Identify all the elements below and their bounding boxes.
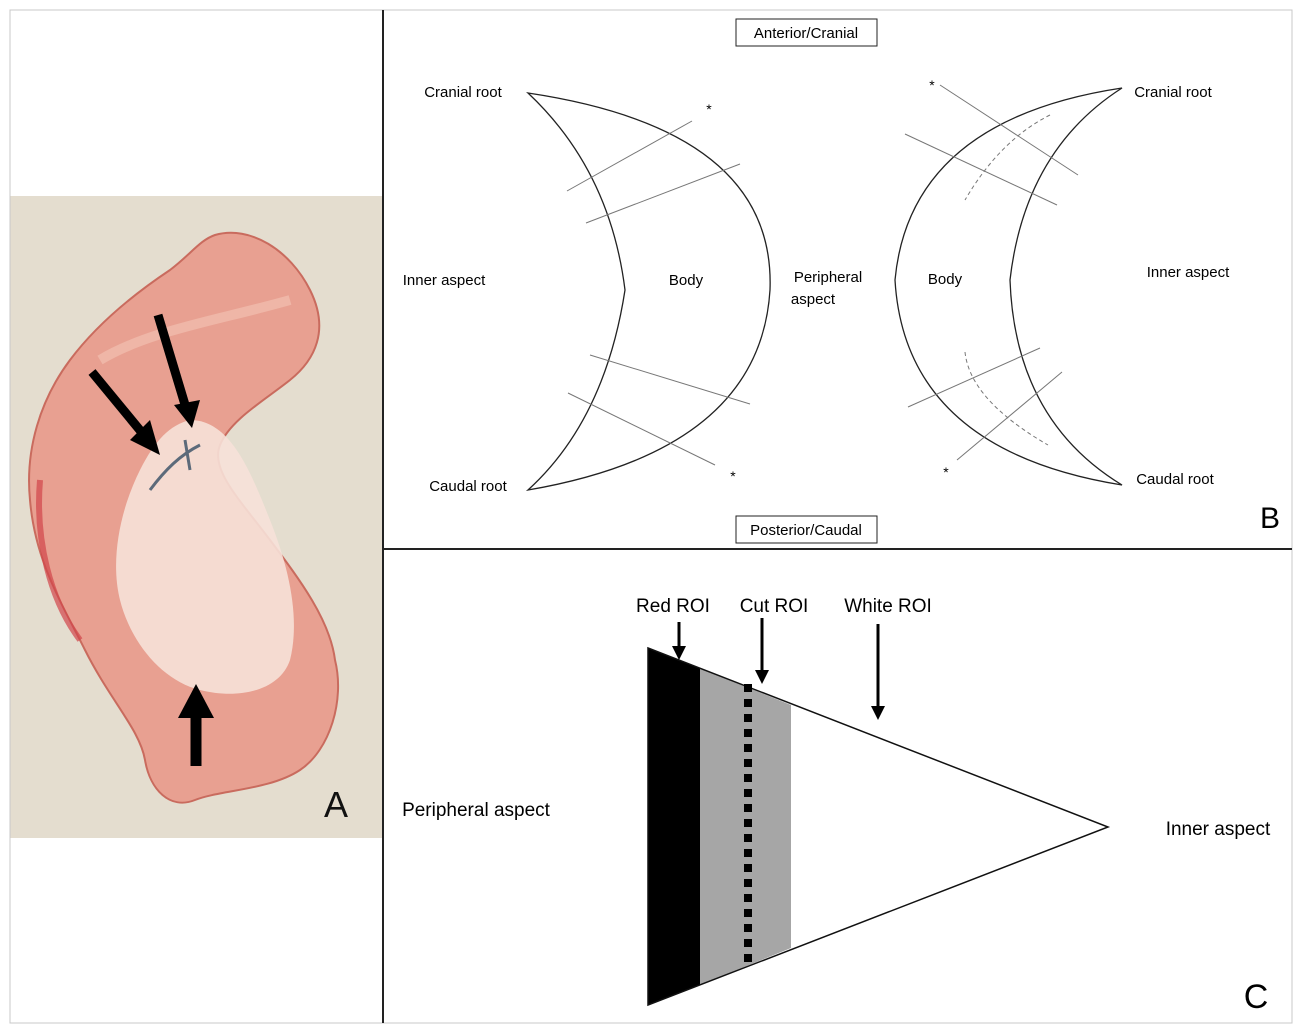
red-roi-zone <box>648 648 700 1005</box>
panel-a: A <box>29 233 348 825</box>
panel-b-label: B <box>1260 502 1280 535</box>
left-marker-top: * <box>706 101 712 117</box>
right-marker-bottom: * <box>943 464 949 480</box>
left-meniscus-crescent <box>528 93 770 490</box>
white-roi-arrow-head <box>871 706 885 720</box>
right-caudal-root-label: Caudal root <box>1136 471 1214 488</box>
right-inner-aspect-label: Inner aspect <box>1147 264 1230 281</box>
peripheral-aspect-label: Peripheral aspect <box>402 800 551 821</box>
white-roi-label: White ROI <box>844 596 932 617</box>
peripheral-aspect-label-line2: aspect <box>791 291 836 308</box>
left-caudal-root-label: Caudal root <box>429 478 507 495</box>
cut-roi-label: Cut ROI <box>740 596 809 617</box>
panel-c-label: C <box>1244 978 1269 1016</box>
left-cranial-root-label: Cranial root <box>424 84 502 101</box>
right-cranial-root-label: Cranial root <box>1134 84 1212 101</box>
cut-roi-arrow-head <box>755 670 769 684</box>
left-marker-bottom: * <box>730 468 736 484</box>
peripheral-aspect-label-line1: Peripheral <box>794 269 862 286</box>
red-roi-label: Red ROI <box>636 596 710 617</box>
orientation-top-label: Anterior/Cranial <box>754 25 858 42</box>
inner-aspect-label: Inner aspect <box>1166 819 1271 840</box>
panel-c: Red ROI Cut ROI White ROI Peripheral asp… <box>402 596 1271 1016</box>
right-marker-top: * <box>929 77 935 93</box>
panel-a-label: A <box>324 784 348 825</box>
left-body-label: Body <box>669 272 704 289</box>
orientation-bottom-label: Posterior/Caudal <box>750 522 862 539</box>
panel-b: Anterior/Cranial Posterior/Caudal * * Cr… <box>403 19 1280 543</box>
right-body-label: Body <box>928 271 963 288</box>
left-inner-aspect-label: Inner aspect <box>403 272 486 289</box>
